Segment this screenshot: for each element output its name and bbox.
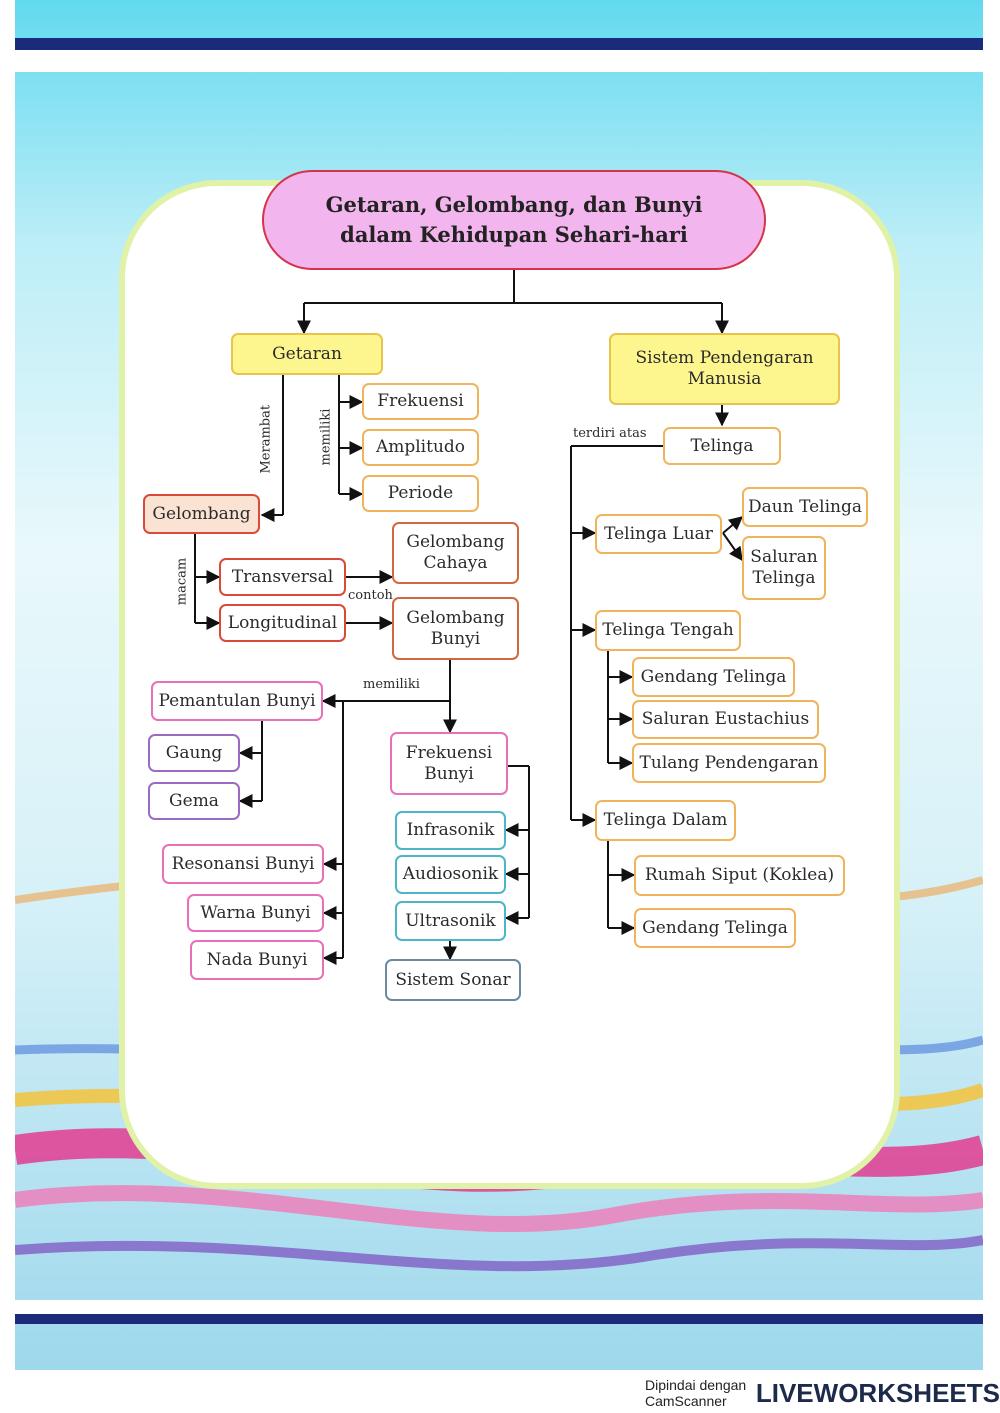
node-rumah-siput: Rumah Siput (Koklea) xyxy=(634,855,845,896)
node-ultrasonik: Ultrasonik xyxy=(395,901,506,941)
node-sistem-sonar: Sistem Sonar xyxy=(385,959,521,1001)
node-gendang-telinga-1: Gendang Telinga xyxy=(632,657,795,697)
label-macam: macam xyxy=(174,557,190,606)
label-contoh: contoh xyxy=(348,588,393,603)
label-terdiri-atas: terdiri atas xyxy=(573,426,647,441)
node-gelombang: Gelombang xyxy=(143,494,260,534)
node-periode: Periode xyxy=(362,475,479,512)
node-amplitudo: Amplitudo xyxy=(362,429,479,466)
node-frekuensi: Frekuensi xyxy=(362,383,479,420)
node-telinga-dalam: Telinga Dalam xyxy=(595,800,736,841)
footer: Dipindai dengan CamScanner LIVEWORKSHEET… xyxy=(645,1377,1000,1409)
node-nada-bunyi: Nada Bunyi xyxy=(190,940,324,980)
bottom-navy-bar xyxy=(15,1314,983,1324)
node-gendang-telinga-2: Gendang Telinga xyxy=(634,908,796,948)
node-getaran: Getaran xyxy=(231,333,383,375)
footer-brand-logo: LIVEWORKSHEETS xyxy=(755,1377,1000,1408)
footer-scan-text: Dipindai dengan CamScanner xyxy=(645,1377,747,1409)
node-resonansi-bunyi: Resonansi Bunyi xyxy=(162,844,324,884)
diagram-title: Getaran, Gelombang, dan Bunyi dalam Kehi… xyxy=(262,170,766,270)
node-longitudinal: Longitudinal xyxy=(219,604,346,642)
label-merambat: Merambat xyxy=(258,404,274,474)
node-gelombang-cahaya: Gelombang Cahaya xyxy=(392,522,519,584)
node-gema: Gema xyxy=(148,782,240,820)
node-daun-telinga: Daun Telinga xyxy=(742,487,868,527)
node-telinga-luar: Telinga Luar xyxy=(595,514,722,554)
node-sistem-pendengaran: Sistem Pendengaran Manusia xyxy=(609,333,840,405)
node-gaung: Gaung xyxy=(148,734,240,772)
label-memiliki-bunyi: memiliki xyxy=(363,677,420,692)
top-white-band xyxy=(15,50,983,72)
node-telinga-tengah: Telinga Tengah xyxy=(595,610,741,651)
node-frekuensi-bunyi: Frekuensi Bunyi xyxy=(390,732,508,795)
node-saluran-eustachius: Saluran Eustachius xyxy=(632,700,819,739)
node-telinga: Telinga xyxy=(663,427,781,465)
node-audiosonik: Audiosonik xyxy=(395,855,506,894)
node-saluran-telinga: Saluran Telinga xyxy=(742,536,826,600)
node-warna-bunyi: Warna Bunyi xyxy=(187,894,324,932)
label-memiliki-getaran: memiliki xyxy=(318,408,334,466)
node-transversal: Transversal xyxy=(219,558,346,596)
node-tulang-pendengaran: Tulang Pendengaran xyxy=(632,743,826,783)
node-pemantulan-bunyi: Pemantulan Bunyi xyxy=(151,681,323,721)
top-navy-bar xyxy=(15,38,983,50)
node-gelombang-bunyi: Gelombang Bunyi xyxy=(392,597,519,660)
node-infrasonik: Infrasonik xyxy=(395,811,506,850)
